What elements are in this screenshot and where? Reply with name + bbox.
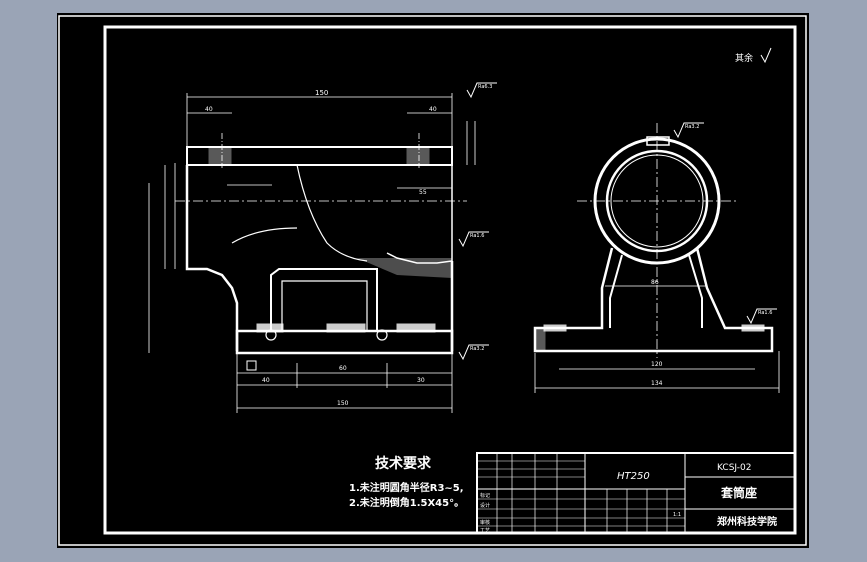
title-row-label-2: 设计 — [480, 502, 490, 509]
title-school: 郑州科技学院 — [717, 515, 777, 528]
tech-requirement-2: 2.未注明倒角1.5X45°。 — [349, 498, 465, 509]
ra-value-3: Ra1.6 — [470, 233, 484, 239]
title-row-label-3: 审核 — [480, 519, 490, 526]
title-drawing-no: KCSJ-02 — [717, 463, 751, 473]
dim-front-bottom-seg-1: 40 — [262, 377, 270, 384]
technical-drawing: 150 40 40 55 150 40 60 30 86 120 134 — [58, 15, 807, 546]
dim-side-width-b: 134 — [651, 380, 663, 387]
side-view — [533, 123, 774, 358]
inner-border — [103, 25, 797, 535]
dim-side-width-a: 120 — [651, 361, 663, 368]
title-block — [476, 452, 796, 534]
dim-front-depth: 55 — [419, 189, 427, 196]
dim-front-bottom-total: 150 — [337, 400, 349, 407]
surface-finish-symbols — [458, 47, 777, 361]
title-part-name: 套筒座 — [720, 485, 757, 500]
surface-finish-note: 其余 — [735, 52, 753, 64]
outer-border — [58, 15, 807, 546]
dim-front-bottom-seg-2: 60 — [339, 365, 347, 372]
drawing-sheet: 150 40 40 55 150 40 60 30 86 120 134 — [57, 13, 809, 548]
dim-front-bottom-seg-3: 30 — [417, 377, 425, 384]
title-row-label-4: 工艺 — [480, 528, 490, 534]
ra-value-5: Ra1.6 — [758, 310, 772, 316]
ra-value-1: Ra6.3 — [478, 84, 492, 90]
title-material: HT250 — [617, 471, 650, 482]
ra-value-4: Ra3.2 — [470, 346, 484, 352]
dim-front-overall-top: 150 — [315, 89, 328, 97]
front-section-view — [175, 133, 467, 371]
title-scale: 1:1 — [673, 512, 681, 518]
front-dimensions — [148, 93, 476, 413]
side-dimensions — [534, 285, 780, 393]
ra-value-2: Ra3.2 — [685, 124, 699, 130]
tech-requirement-1: 1.未注明圆角半径R3~5, — [349, 483, 464, 494]
dim-front-right-top: 40 — [429, 106, 437, 113]
dim-front-left-top: 40 — [205, 106, 213, 113]
title-row-label-1: 标记 — [480, 492, 490, 499]
dim-side-inner: 86 — [651, 279, 659, 286]
tech-requirements-title: 技术要求 — [375, 456, 431, 472]
